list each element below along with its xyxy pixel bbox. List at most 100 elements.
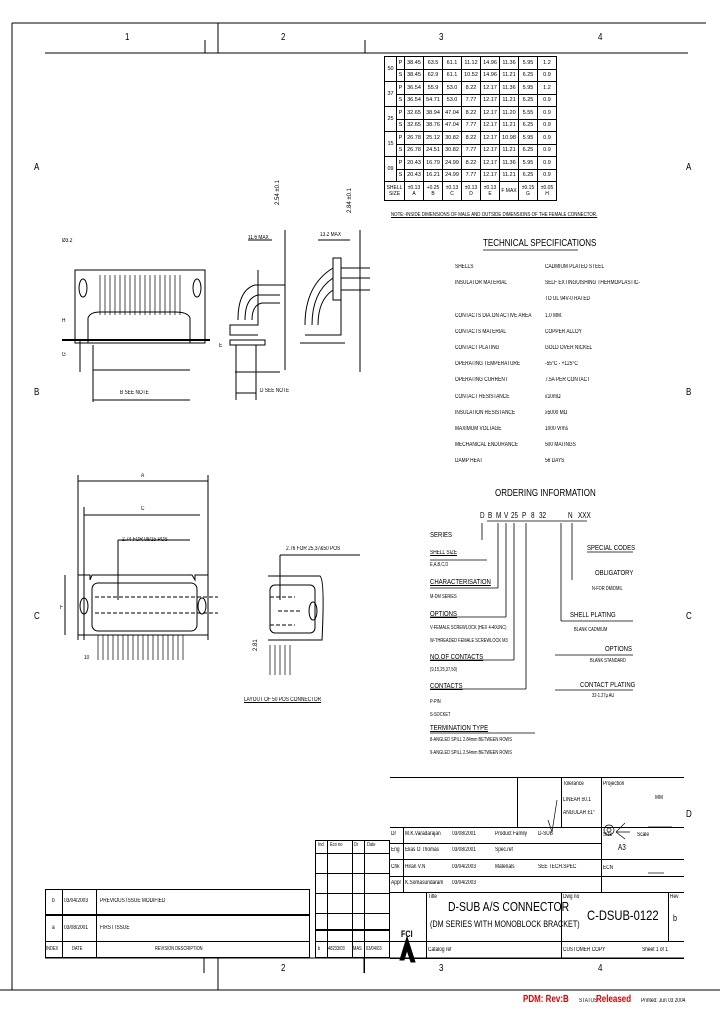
ordering-code-segment: M — [496, 511, 502, 520]
ordering-field-option: N-FOR DM/DMIL — [592, 586, 623, 592]
approval-role: Dr — [391, 831, 397, 837]
spec-label: CONTACTS DIA.ON ACTIVE AREA — [455, 312, 532, 319]
table-header-cell: ±0.13 D — [461, 181, 481, 201]
dimension-cell: 8.22 — [461, 106, 481, 120]
ordering-code-segment: 25 — [511, 511, 519, 520]
column-label-1: 1 — [125, 32, 130, 43]
ordering-field-heading: OPTIONS — [605, 644, 633, 653]
approval-name: K.Somasundaram — [405, 879, 444, 886]
ordering-code-segment: P — [522, 511, 527, 520]
dimension-cell: 11.36 — [499, 156, 519, 170]
contact-type-cell: P — [396, 56, 405, 70]
column-label-4: 4 — [598, 32, 603, 43]
dim-e-label: E — [219, 343, 223, 349]
approval-field-label: Spec.ref — [495, 847, 513, 854]
spec-value: 56 DAYS — [545, 458, 565, 465]
side-view-connector-2 — [300, 230, 370, 372]
size-value: A3 — [618, 843, 626, 852]
dim-b-label: B SEE NOTE — [120, 390, 149, 396]
dimension-cell: 1.2 — [537, 81, 557, 95]
spec-value: ≥5000 MΩ — [545, 409, 568, 416]
revision-date-a: 03/08/2001 — [64, 925, 89, 931]
dimension-cell: 0.9 — [537, 143, 557, 157]
unit-label: MM — [655, 795, 663, 801]
dimension-cell: 16.21 — [423, 168, 443, 182]
rev-label: Rev — [670, 894, 679, 900]
spec-value: ≤10mΩ — [545, 393, 561, 400]
contact-type-cell: P — [396, 156, 405, 170]
spec-value: CADMIUM PLATED STEEL — [545, 264, 605, 270]
dimension-cell: 25.12 — [423, 131, 443, 145]
dimension-cell: 20.43 — [404, 168, 424, 182]
column-label-3: 3 — [439, 32, 444, 43]
dim-d-label: D SEE NOTE — [260, 388, 290, 394]
dimension-cell: 7.77 — [461, 143, 481, 157]
dimension-cell: 5.95 — [518, 56, 538, 70]
ordering-field-option: E,A,B,C,D — [430, 562, 449, 568]
layout-caption: LAYOUT OF 50 POS CONNECTOR — [244, 697, 322, 703]
dimension-cell: 0.9 — [537, 131, 557, 145]
spec-label: MECHANICAL ENDURANCE — [455, 442, 519, 449]
spec-label: OPERATING CURRENT — [455, 377, 508, 384]
drawing-subtitle: (DM SERIES WITH MONOBLOCK BRACKET) — [430, 919, 580, 929]
spec-value: TO UL 94V-0 RATED — [545, 296, 590, 303]
dim-284-label: 2.84 ±0.1 — [347, 188, 353, 213]
table-header-cell: ±0.13 E — [480, 181, 500, 201]
spec-label: CONTACT PLATING — [455, 345, 500, 351]
dim-254-label: 2.54 ±0.1 — [275, 180, 281, 205]
ordering-code-segment: 8 — [531, 511, 535, 520]
dimension-cell: 14.96 — [480, 56, 500, 70]
dimension-cell: 36.54 — [404, 93, 424, 107]
dimension-cell: 6.25 — [518, 118, 538, 132]
spec-value: -55°C - +125°C — [545, 361, 578, 368]
ordering-field-heading: CONTACTS — [430, 681, 463, 690]
revision-index-b: b — [52, 898, 55, 904]
ordering-field-heading: OBLIGATORY — [595, 568, 634, 577]
dimension-cell: 12.17 — [480, 131, 500, 145]
dimension-cell: 11.36 — [499, 81, 519, 95]
fci-logo-text: FCI — [401, 929, 413, 939]
ecn-label: ECN — [603, 865, 614, 871]
dimension-cell: 12.17 — [480, 168, 500, 182]
catalog-label: Catalog ref — [428, 947, 452, 953]
dimension-cell: 5.55 — [518, 106, 538, 120]
dimension-cell: 38.76 — [423, 118, 443, 132]
revision-desc-b: PREVIOUS ISSUE MODIFIED — [100, 898, 166, 904]
ordering-code-segment: V — [504, 511, 509, 520]
ordering-leader-lines — [430, 249, 633, 734]
ordering-field-option: BLANK STANDARD — [590, 658, 626, 664]
dimension-cell: 0.9 — [537, 68, 557, 82]
projection-symbol-icon — [603, 822, 672, 874]
ordering-field-option: M-DM SERIES — [430, 594, 457, 600]
revision-header-desc: REVISION DESCRIPTION — [155, 946, 203, 952]
revision-date-b: 03/04/2003 — [64, 898, 89, 904]
row-label-b-left: B — [34, 387, 40, 398]
shell-size-cell: 15 — [384, 131, 397, 157]
eco-header-ind: Ind — [318, 842, 324, 848]
dimension-cell: 8.22 — [461, 156, 481, 170]
table-header-cell: ±0.13 C — [442, 181, 462, 201]
sheet-number: Sheet 1 of 1 — [642, 947, 668, 953]
dimension-cell: 53.0 — [442, 81, 462, 95]
shell-size-cell: 37 — [384, 81, 397, 107]
dimension-cell: 11.21 — [499, 143, 519, 157]
column-label-2: 2 — [281, 32, 286, 43]
dimension-cell: 10.52 — [461, 68, 481, 82]
dimension-cell: 11.12 — [461, 56, 481, 70]
customer-copy: CUSTOMER COPY — [563, 947, 606, 953]
contact-type-cell: P — [396, 106, 405, 120]
dimension-cell: 55.9 — [423, 81, 443, 95]
dimension-cell: 0.9 — [537, 156, 557, 170]
surface-finish-symbol — [547, 799, 558, 833]
dim-132-label: 13.2 MAX — [320, 232, 342, 238]
dimension-cell: 32.65 — [404, 106, 424, 120]
dimension-cell: 38.45 — [404, 68, 424, 82]
dimension-cell: 6.25 — [518, 68, 538, 82]
spec-label: CONTACTS MATERIAL — [455, 328, 507, 335]
dimension-cell: 24.99 — [442, 168, 462, 182]
dimension-cell: 20.43 — [404, 156, 424, 170]
spec-value: COPPER ALLOY — [545, 328, 582, 335]
dimension-cell: 53.0 — [442, 93, 462, 107]
